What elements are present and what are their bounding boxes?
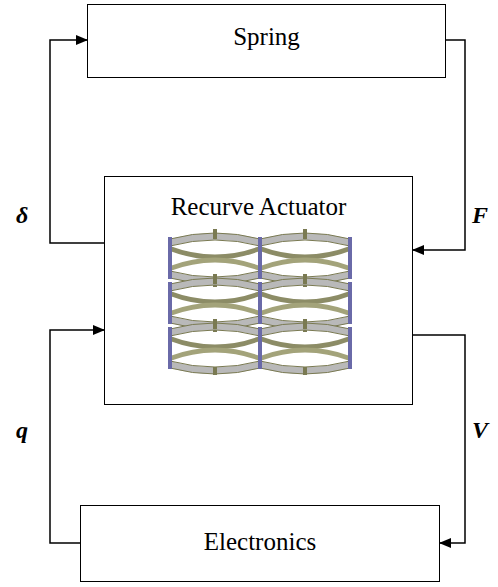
actuator-end-tab [348, 237, 352, 279]
actuator-box: Recurve Actuator [104, 176, 413, 405]
recurve-actuator-illustration [160, 225, 360, 375]
signal-label: V [470, 418, 490, 442]
signal-label: F [470, 203, 490, 227]
block-box: Electronics [80, 505, 440, 582]
actuator-end-tab [348, 282, 352, 324]
block-box: Spring [87, 4, 446, 78]
box-label: Recurve Actuator [105, 193, 412, 221]
actuator-cell [258, 319, 350, 375]
actuator-cell [168, 319, 260, 375]
box-label: Spring [88, 23, 445, 51]
signal-label: δ [14, 203, 30, 227]
signal-label: q [14, 418, 30, 442]
actuator-end-tab [348, 327, 352, 369]
box-label: Electronics [81, 528, 439, 556]
